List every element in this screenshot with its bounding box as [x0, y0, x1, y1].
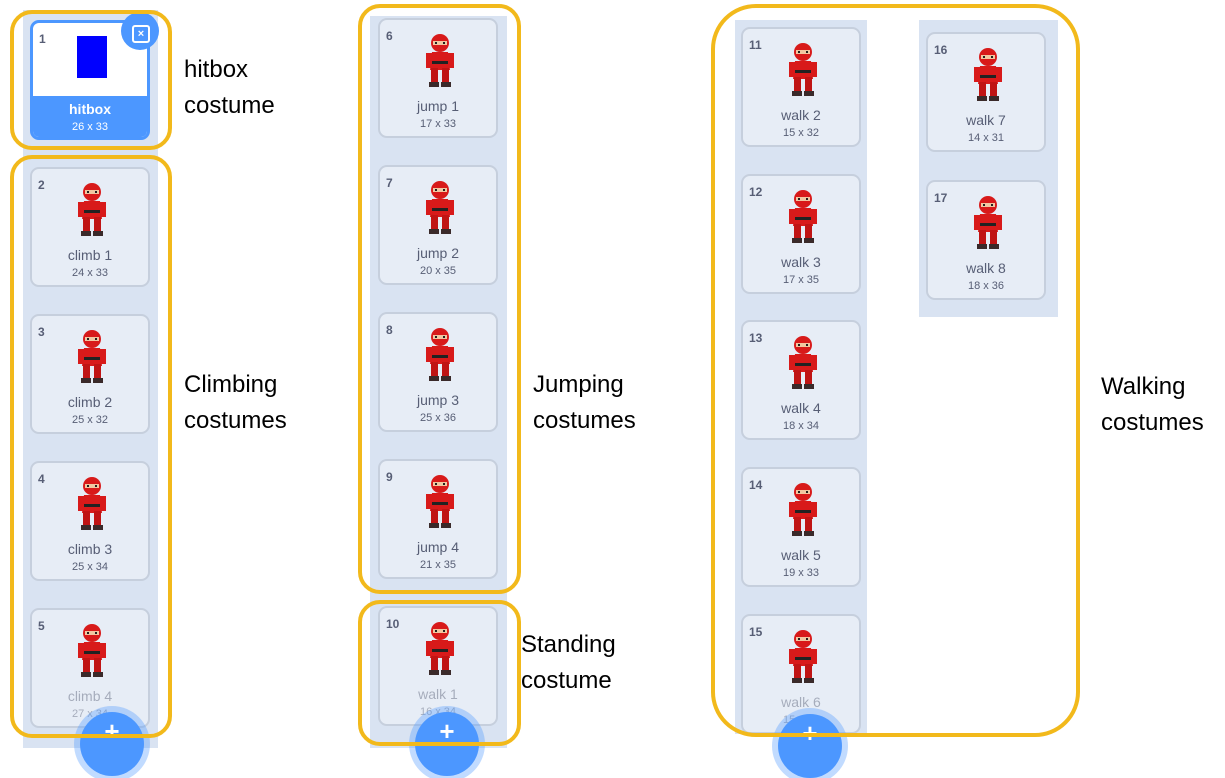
costume-size: 18 x 36: [967, 280, 1005, 292]
add-costume-icon: +: [439, 716, 455, 746]
add-costume-icon: +: [104, 716, 120, 746]
jumping-group-outline: [358, 4, 521, 594]
standing-annotation: Standing costume: [521, 627, 616, 699]
costume-number: 8: [386, 323, 393, 337]
costume-size: 17 x 35: [782, 274, 820, 286]
annotation-line: costumes: [533, 407, 636, 434]
costume-name: walk 2: [781, 107, 821, 123]
costume-tile-5[interactable]: 5 climb 4 27 x 34: [30, 608, 150, 728]
annotation-line: Jumping: [533, 371, 624, 398]
costume-name: climb 4: [67, 688, 113, 704]
costume-number: 4: [38, 472, 45, 486]
costume-name: climb 1: [67, 247, 113, 263]
climbing-annotation: Climbing costumes: [184, 367, 287, 439]
costume-name: walk 3: [781, 254, 821, 270]
costume-name: hitbox: [69, 101, 111, 117]
costume-number: 13: [749, 331, 763, 345]
jumping-annotation: Jumping costumes: [533, 367, 636, 439]
costume-tile-6[interactable]: 6 jump 1 17 x 33: [378, 18, 498, 138]
costume-name: jump 1: [416, 98, 460, 114]
costume-size: 19 x 33: [782, 567, 820, 579]
costume-tile-16[interactable]: 16 walk 7 14 x 31: [926, 32, 1046, 152]
costume-size: 20 x 35: [419, 265, 457, 277]
annotation-line: costume: [184, 92, 275, 119]
costume-name: walk 6: [781, 694, 821, 710]
costume-size: 14 x 31: [967, 132, 1005, 144]
costume-tile-9[interactable]: 9 jump 4 21 x 35: [378, 459, 498, 579]
costume-tile-11[interactable]: 11 walk 2 15 x 32: [741, 27, 861, 147]
costume-name: climb 2: [67, 394, 113, 410]
costume-name: jump 2: [416, 245, 460, 261]
costume-tile-3[interactable]: 3 climb 2 25 x 32: [30, 314, 150, 434]
costume-tile-1[interactable]: 1 hitbox 26 x 33: [30, 20, 150, 140]
costume-number: 17: [934, 191, 948, 205]
costume-number: 14: [749, 478, 763, 492]
hitbox-annotation: hitbox costume: [184, 52, 275, 124]
costume-name: walk 5: [781, 547, 821, 563]
annotation-line: Walking: [1101, 373, 1186, 400]
costume-tile-7[interactable]: 7 jump 2 20 x 35: [378, 165, 498, 285]
costume-size: 15 x 32: [782, 127, 820, 139]
costume-tile-14[interactable]: 14 walk 5 19 x 33: [741, 467, 861, 587]
costume-name: jump 4: [416, 539, 460, 555]
costume-number: 7: [386, 176, 393, 190]
hitbox-thumbnail: [77, 36, 107, 78]
annotation-line: hitbox: [184, 56, 249, 83]
costume-number: 10: [386, 617, 400, 631]
costume-name: walk 1: [418, 686, 458, 702]
costume-tile-2[interactable]: 2 climb 1 24 x 33: [30, 167, 150, 287]
costume-tile-13[interactable]: 13 walk 4 18 x 34: [741, 320, 861, 440]
costume-name: jump 3: [416, 392, 460, 408]
annotation-line: costumes: [1101, 409, 1204, 436]
costume-number: 3: [38, 325, 45, 339]
costume-name: walk 8: [966, 260, 1006, 276]
costume-name: walk 4: [781, 400, 821, 416]
costume-number: 15: [749, 625, 763, 639]
annotation-line: costume: [521, 667, 612, 694]
costume-size: 24 x 33: [71, 267, 109, 279]
costume-size: 25 x 36: [419, 412, 457, 424]
standing-group-outline: [358, 600, 521, 746]
costume-number: 12: [749, 185, 763, 199]
trash-icon: ×: [132, 25, 150, 43]
climbing-group-outline: [10, 155, 172, 738]
costume-number: 16: [934, 43, 948, 57]
annotation-line: Standing: [521, 631, 616, 658]
costume-number: 6: [386, 29, 393, 43]
costume-tile-17[interactable]: 17 walk 8 18 x 36: [926, 180, 1046, 300]
costume-size: 21 x 35: [419, 559, 457, 571]
costume-number: 9: [386, 470, 393, 484]
costume-number: 1: [39, 32, 46, 46]
annotation-line: Climbing: [184, 371, 278, 398]
selected-label-bar: [33, 96, 147, 137]
annotation-line: costumes: [184, 407, 287, 434]
costume-number: 2: [38, 178, 45, 192]
hitbox-group-outline: [10, 10, 172, 150]
costume-size: 26 x 33: [71, 121, 109, 133]
costume-size: 25 x 32: [71, 414, 109, 426]
costume-tile-12[interactable]: 12 walk 3 17 x 35: [741, 174, 861, 294]
walking-group-outline: [711, 4, 1080, 737]
costume-name: walk 7: [966, 112, 1006, 128]
costume-number: 5: [38, 619, 45, 633]
walking-annotation: Walking costumes: [1101, 369, 1204, 441]
costume-tile-8[interactable]: 8 jump 3 25 x 36: [378, 312, 498, 432]
costume-tile-4[interactable]: 4 climb 3 25 x 34: [30, 461, 150, 581]
costume-size: 18 x 34: [782, 420, 820, 432]
costume-name: climb 3: [67, 541, 113, 557]
costume-size: 25 x 34: [71, 561, 109, 573]
costume-size: 17 x 33: [419, 118, 457, 130]
